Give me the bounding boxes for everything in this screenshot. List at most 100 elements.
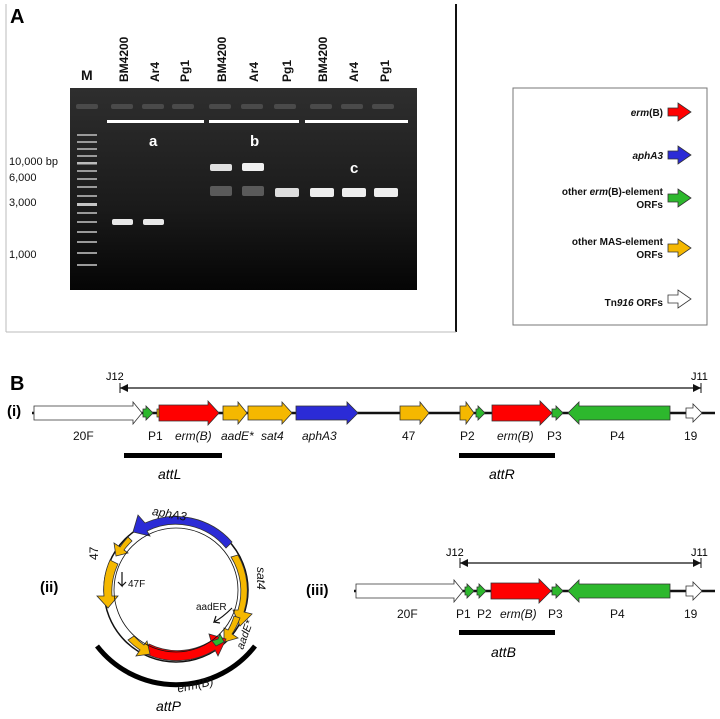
j11-label: J11: [691, 371, 708, 383]
gene-sat4: [247, 400, 293, 426]
circ-gene-mas: [127, 635, 151, 657]
gene-other-ermb-element: [551, 583, 564, 599]
lane-label: Pg1: [280, 60, 294, 82]
circ-label: aadER: [196, 602, 227, 613]
gene-label: erm(B): [500, 607, 537, 621]
gene-label: 19: [684, 607, 698, 621]
panel-a-label: A: [10, 6, 24, 28]
circ-label: 47F: [128, 579, 145, 590]
ladder-label: 1,000: [9, 249, 37, 261]
lane-headers: M BM4200 Ar4 Pg1 BM4200 Ar4 Pg1 BM4200 A…: [81, 36, 392, 83]
primer-47f-arrow-icon: [117, 572, 127, 588]
ladder-label: 10,000 bp: [9, 156, 58, 168]
legend-label-ermb: erm(B): [631, 108, 663, 119]
gene-aade: [222, 400, 248, 426]
gene-apha3: [295, 401, 359, 425]
group-label-b: b: [250, 133, 259, 150]
primer-aader-arrow-icon: [212, 607, 233, 624]
gene-other-mas-element: [459, 400, 475, 426]
gene-label: P4: [610, 429, 625, 443]
legend-mas-arrow-icon: [667, 238, 692, 258]
lane-label: BM4200: [117, 36, 131, 82]
gene-label: 20F: [397, 607, 418, 621]
row-i: (i) J12 J11 20F P1 erm(B) aadE* sat4: [7, 371, 715, 482]
circ-label: sat4: [254, 567, 268, 590]
gene-label: P1: [148, 429, 163, 443]
legend-tn916-arrow-icon: [667, 289, 692, 309]
gene-label: erm(B): [497, 429, 534, 443]
row-ii: (ii) aphA3 sat4 47 47F aadER: [40, 504, 268, 714]
attl-label: attL: [158, 466, 181, 482]
attp-arc: [95, 644, 257, 688]
gene-other-ermb-element: [476, 583, 487, 599]
attl-bar: [124, 453, 222, 458]
gene-label: 47: [402, 429, 416, 443]
gene-label: erm(B): [175, 429, 212, 443]
gene-tn916-19: [685, 581, 703, 601]
gene-label: 19: [684, 429, 698, 443]
gene-label: P1: [456, 607, 471, 621]
circ-label: erm(B): [176, 674, 215, 695]
attb-label: attB: [491, 644, 516, 660]
group-label-c: c: [350, 160, 358, 177]
row-iii-label: (iii): [306, 582, 329, 599]
circ-label: 47: [87, 546, 101, 560]
legend-apha3-arrow-icon: [667, 145, 692, 165]
legend-ermb-arrow-icon: [667, 102, 692, 122]
lane-label: Pg1: [378, 60, 392, 82]
attr-label: attR: [489, 466, 515, 482]
gene-other-ermb-element: [464, 583, 475, 599]
lane-label: BM4200: [215, 36, 229, 82]
row-ii-label: (ii): [40, 579, 58, 596]
ladder-bands: [77, 134, 97, 266]
j12-label: J12: [446, 547, 464, 559]
gene-label: sat4: [261, 429, 284, 443]
attb-bar: [459, 630, 555, 635]
row-iii: (iii) J12 J11 20F P1 P2 erm(B) P3 P4 19 …: [306, 547, 715, 660]
group-label-a: a: [149, 133, 158, 150]
circ-gene-mas-small: [113, 536, 133, 557]
circ-gene-47: [96, 559, 119, 609]
gene-label: P2: [460, 429, 475, 443]
circ-gene-sat4: [230, 554, 253, 627]
gene-47: [399, 400, 430, 426]
legend-label-other-ermb: other erm(B)-element: [562, 187, 664, 198]
legend-label-tn916: Tn916 ORFs: [605, 298, 664, 309]
gene-label: P3: [547, 429, 562, 443]
gene-label: P4: [610, 607, 625, 621]
legend-label-mas: other MAS-element: [572, 237, 664, 248]
gene-tn916-20f: [355, 578, 464, 604]
panel-b-label: B: [10, 373, 24, 395]
circ-label: aphA3: [151, 504, 188, 524]
gene-ermb: [158, 399, 220, 427]
legend-other-ermb-arrow-icon: [667, 188, 692, 208]
gene-label: P3: [548, 607, 563, 621]
gene-label: 20F: [73, 429, 94, 443]
circ-gene-ermb: [143, 633, 227, 662]
j12-label: J12: [106, 371, 124, 383]
gene-label: aphA3: [302, 429, 337, 443]
gene-p4: [567, 401, 671, 425]
ladder-label: 3,000: [9, 197, 37, 209]
gene-label: P2: [477, 607, 492, 621]
gene-other-ermb-element: [475, 405, 486, 421]
circ-gene-green: [211, 633, 225, 647]
gene-tn916-20f: [33, 400, 143, 426]
row-i-label: (i): [7, 403, 21, 420]
gene-tn916-19: [685, 403, 703, 423]
gene-other-ermb-element: [142, 405, 154, 421]
ladder-label: 6,000: [9, 172, 37, 184]
gene-label: aadE*: [221, 429, 254, 443]
gene-ermb: [491, 400, 553, 426]
circ-gene-aade: [223, 615, 241, 643]
lane-label: Ar4: [247, 62, 261, 82]
lane-label: Ar4: [148, 62, 162, 82]
legend-label-apha3: aphA3: [632, 151, 663, 162]
legend: erm(B) aphA3 other erm(B)-element ORFs o…: [512, 87, 708, 326]
lane-label: BM4200: [316, 36, 330, 82]
legend-label-other-ermb-line2: ORFs: [636, 200, 663, 211]
lane-label: Ar4: [347, 62, 361, 82]
circ-gene-apha3: [132, 514, 233, 549]
legend-label-mas-line2: ORFs: [636, 250, 663, 261]
